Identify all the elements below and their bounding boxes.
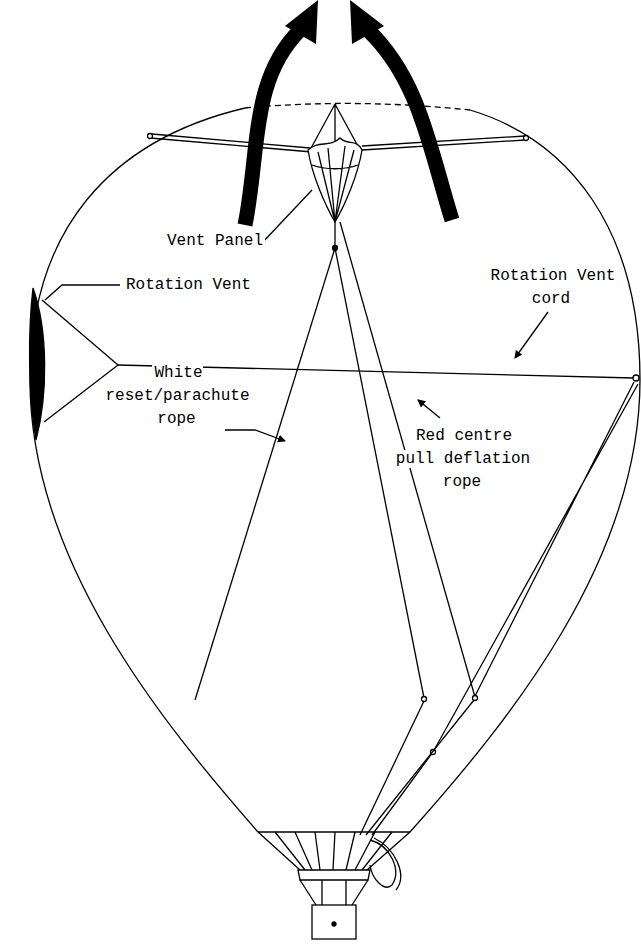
envelope-crown: [245, 103, 470, 110]
rotation-cord-down: [372, 382, 638, 835]
airflow-arrows: [245, 0, 452, 225]
leader-arrow: [225, 430, 285, 441]
vent-rod: [152, 134, 310, 148]
basket: [312, 905, 356, 939]
part-label: Vent Panel: [165, 230, 285, 253]
white-rope: [335, 248, 424, 698]
vent-rod: [362, 136, 525, 146]
vent-tie: [334, 222, 335, 248]
vent-folds: [312, 146, 358, 222]
leader-line: [45, 285, 120, 300]
white-rope: [195, 248, 335, 700]
rope-loops: [370, 838, 401, 890]
burner-frame: [298, 870, 370, 880]
part-label: Rotation Vent cord: [482, 265, 622, 311]
rope-to-basket: [360, 700, 474, 835]
vent-panel: [308, 138, 362, 222]
vent-rod: [150, 138, 312, 152]
leader-line: [262, 190, 312, 243]
part-label: White reset/parachute rope: [100, 362, 255, 431]
burner-struts: [300, 880, 368, 905]
leader-arrow: [418, 400, 440, 418]
leader-arrow: [515, 312, 548, 358]
rotation-vent: [30, 288, 45, 440]
envelope-left: [30, 108, 258, 832]
part-label: Rotation Vent: [124, 274, 274, 297]
part-label: Red centre pull deflation rope: [392, 425, 534, 494]
